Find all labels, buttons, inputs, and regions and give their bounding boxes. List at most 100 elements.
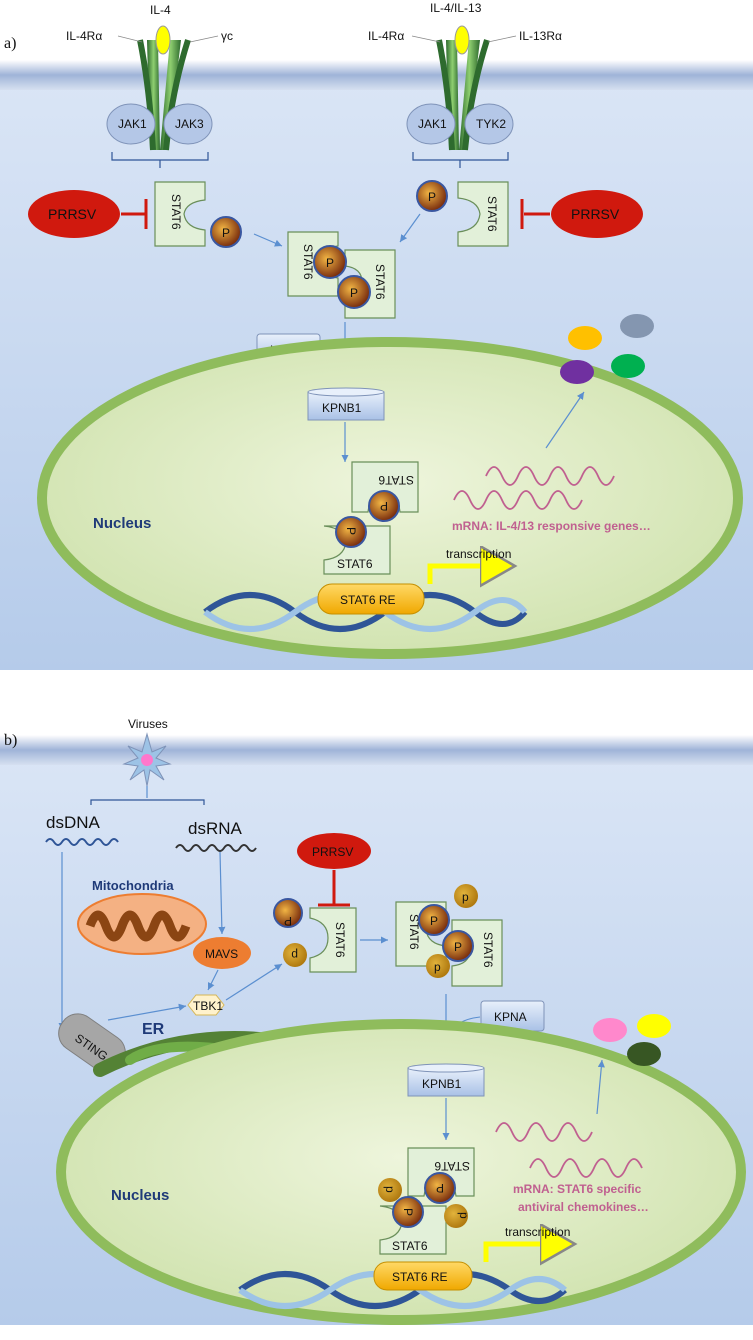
prrsv-right-label: PRRSV bbox=[571, 206, 620, 222]
panel-a-membrane bbox=[0, 60, 753, 90]
dimer-p2: P bbox=[350, 286, 358, 300]
dimer-b-p3: p bbox=[462, 890, 469, 904]
panel-b-membrane bbox=[0, 735, 753, 765]
transcription-b-label: transcription bbox=[505, 1225, 570, 1239]
chemokine-pink bbox=[593, 1018, 627, 1042]
stat6-dimer-nucleus-a: STAT6 STAT6 P P bbox=[323, 461, 419, 575]
stat6-re-b-label: STAT6 RE bbox=[392, 1270, 448, 1284]
nuc-b-p3: p bbox=[383, 1186, 397, 1193]
receptor1-ligand-label: IL-4 bbox=[150, 3, 171, 17]
stat6-re-b: STAT6 RE bbox=[373, 1261, 473, 1291]
prrsv-left-label: PRRSV bbox=[48, 206, 97, 222]
panel-b-label: b) bbox=[4, 732, 17, 749]
dsdna-icon bbox=[45, 838, 119, 846]
stat6-b-p1: P bbox=[284, 914, 292, 928]
stat6-re-a: STAT6 RE bbox=[317, 583, 425, 615]
kpnb1-a: KPNB1 bbox=[307, 387, 385, 421]
mrna-b-line2: antiviral chemokines… bbox=[518, 1200, 649, 1214]
dimer-stat6-right: STAT6 bbox=[373, 264, 387, 300]
receptor2-kinase-right: TYK2 bbox=[476, 117, 506, 131]
receptor-il4-il13: IL-4/IL-13 IL-4Rα IL-13Rα JAK1 TYK2 bbox=[368, 1, 562, 168]
stat6-monomer-right: STAT6 P bbox=[416, 180, 509, 247]
phospho-right bbox=[416, 180, 448, 212]
receptor1-right-chain: γc bbox=[221, 29, 233, 43]
cytokine-purple bbox=[560, 360, 594, 384]
stat6-left-label: STAT6 bbox=[169, 194, 183, 230]
stat6-dimer-nucleus-b: STAT6 STAT6 P P p p bbox=[378, 1147, 475, 1255]
prrsv-inhibitor-left: PRRSV bbox=[28, 190, 148, 238]
mavs: MAVS bbox=[193, 937, 251, 969]
tbk1-label: TBK1 bbox=[193, 999, 223, 1013]
nuc-b-p2: P bbox=[401, 1208, 415, 1216]
receptor1-kinase-left: JAK1 bbox=[118, 117, 147, 131]
chemokine-darkgreen bbox=[627, 1042, 661, 1066]
phospho-right-label: P bbox=[428, 190, 436, 204]
dsrna-icon bbox=[175, 844, 257, 852]
nucleus-b-label: Nucleus bbox=[111, 1187, 169, 1204]
il4-ligand bbox=[155, 25, 171, 55]
tbk1: TBK1 bbox=[187, 994, 225, 1016]
dimer-b-left: STAT6 bbox=[407, 914, 421, 950]
receptor2-left-chain: IL-4Rα bbox=[368, 29, 404, 43]
nuc-b-p1: P bbox=[436, 1181, 444, 1195]
cytokines-a bbox=[560, 314, 654, 384]
mrna-a-label: mRNA: IL-4/13 responsive genes… bbox=[452, 519, 651, 533]
receptor2-ligand-label: IL-4/IL-13 bbox=[430, 1, 482, 15]
nuc-b-stat6-lower: STAT6 bbox=[392, 1239, 428, 1253]
stat6-right-label: STAT6 bbox=[485, 196, 499, 232]
receptor2-right-chain: IL-13Rα bbox=[519, 29, 562, 43]
dimer-stat6-left: STAT6 bbox=[301, 244, 315, 280]
stat6-monomer-b: STAT6 P p bbox=[273, 898, 357, 973]
kpnb1-b: KPNB1 bbox=[407, 1063, 485, 1097]
dimer-b-p1: P bbox=[430, 914, 438, 928]
mrna-b-line1: mRNA: STAT6 specific bbox=[513, 1182, 642, 1196]
nuc-p-lower: P bbox=[344, 527, 358, 535]
mitochondria-icon bbox=[77, 893, 207, 955]
stat6-monomer-left: STAT6 P bbox=[154, 181, 242, 248]
kpnb1-b-label: KPNB1 bbox=[422, 1077, 462, 1091]
prrsv-b-label: PRRSV bbox=[312, 845, 353, 859]
er-label: ER bbox=[142, 1021, 165, 1038]
dimer-b-p4: p bbox=[434, 960, 441, 974]
tyk2 bbox=[464, 103, 514, 145]
il4-il13-ligand bbox=[454, 25, 470, 55]
receptor1-left-chain: IL-4Rα bbox=[66, 29, 102, 43]
stat6-dimer-b: STAT6 STAT6 P P p p bbox=[395, 884, 503, 987]
kpna-b: KPNA bbox=[446, 1000, 545, 1041]
transcription-arrow-a bbox=[427, 566, 510, 584]
mrna-a bbox=[453, 466, 615, 510]
phospho-left-label: P bbox=[222, 226, 230, 240]
mavs-label: MAVS bbox=[205, 947, 238, 961]
nuc-b-stat6-upper: STAT6 bbox=[434, 1159, 470, 1173]
dimer-b-right: STAT6 bbox=[481, 932, 495, 968]
nuc-b-p4: p bbox=[457, 1212, 471, 1219]
nucleus-a-label: Nucleus bbox=[93, 515, 151, 532]
dimer-b-p2: P bbox=[454, 940, 462, 954]
kpna-b-label: KPNA bbox=[494, 1010, 527, 1024]
receptor-il4: IL-4 IL-4Rα γc JAK1 JAK3 bbox=[66, 3, 233, 168]
panel-a: a) IL-4 IL-4Rα γc JAK1 JAK3 IL-4 bbox=[0, 1, 753, 670]
jak1-a-left bbox=[106, 103, 156, 145]
dimer-p1: P bbox=[326, 256, 334, 270]
cytokine-green bbox=[611, 354, 645, 378]
stat6-re-a-label: STAT6 RE bbox=[340, 593, 396, 607]
jak1-a-right bbox=[406, 103, 456, 145]
dsdna-label: dsDNA bbox=[46, 813, 101, 832]
chemokines-b bbox=[593, 1014, 671, 1066]
nuc-p-upper: P bbox=[380, 499, 388, 513]
nuc-stat6-lower: STAT6 bbox=[337, 557, 373, 571]
mrna-b bbox=[495, 1122, 643, 1178]
transcription-a-label: transcription bbox=[446, 547, 511, 561]
kpnb1-a-label: KPNB1 bbox=[322, 401, 362, 415]
stat6-dimer-cytoplasm: STAT6 STAT6 P P bbox=[287, 231, 396, 319]
sting: STING bbox=[58, 1013, 126, 1073]
jak3 bbox=[163, 103, 213, 145]
nuc-stat6-upper: STAT6 bbox=[378, 473, 414, 487]
transcription-arrow-b bbox=[483, 1244, 570, 1262]
receptor1-kinase-right: JAK3 bbox=[175, 117, 204, 131]
mitochondria-label: Mitochondria bbox=[92, 878, 174, 893]
stat6-b-p2: p bbox=[291, 948, 298, 962]
phospho-left bbox=[210, 216, 242, 248]
chemokine-yellow bbox=[637, 1014, 671, 1038]
